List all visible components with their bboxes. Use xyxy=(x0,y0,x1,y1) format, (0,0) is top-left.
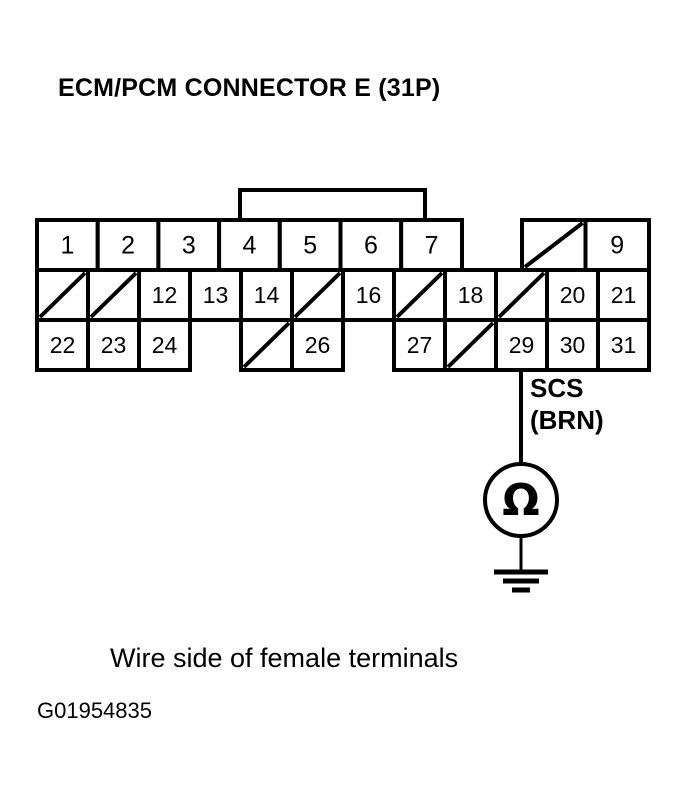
connector-row-3: 22 23 24 26 xyxy=(35,318,651,372)
pin-cell-24: 24 xyxy=(137,318,192,372)
connector-locking-tab xyxy=(238,188,427,220)
svg-text:3: 3 xyxy=(182,232,196,260)
svg-text:29: 29 xyxy=(509,332,535,358)
scs-signal-label: SCS xyxy=(530,373,584,403)
pin-cell-21: 21 xyxy=(596,268,651,322)
pin-cell-7: 7 xyxy=(399,218,465,272)
svg-text:20: 20 xyxy=(560,282,586,308)
pin-cell-18: 18 xyxy=(443,268,498,322)
svg-text:22: 22 xyxy=(50,332,76,358)
svg-text:4: 4 xyxy=(243,232,257,260)
svg-text:1: 1 xyxy=(60,232,74,260)
pin-cell-28-blank xyxy=(443,318,498,372)
pin-cell-27: 27 xyxy=(392,318,447,372)
pin-cell-12: 12 xyxy=(137,268,192,322)
pin-cell-8-blank xyxy=(520,218,588,272)
svg-text:18: 18 xyxy=(458,282,484,308)
connector-svg: 1 2 3 4 5 xyxy=(35,188,651,593)
pin-cell-22: 22 xyxy=(35,318,90,372)
connector-diagram: 1 2 3 4 5 xyxy=(35,188,651,593)
pin-cell-2: 2 xyxy=(95,218,161,272)
svg-text:14: 14 xyxy=(254,282,280,308)
svg-text:2: 2 xyxy=(121,232,135,260)
pin-cell-11-blank xyxy=(86,268,141,322)
pin-cell-10-blank xyxy=(35,268,90,322)
pin-cell-20: 20 xyxy=(545,268,600,322)
svg-text:Ω: Ω xyxy=(502,475,539,526)
svg-text:16: 16 xyxy=(356,282,382,308)
svg-text:23: 23 xyxy=(101,332,127,358)
pin-cell-13: 13 xyxy=(188,268,243,322)
pin-cell-29: 29 xyxy=(494,318,549,372)
pin-cell-5: 5 xyxy=(277,218,343,272)
connector-row-2: 12 13 14 16 xyxy=(35,268,651,322)
svg-text:26: 26 xyxy=(305,332,331,358)
svg-text:24: 24 xyxy=(152,332,178,358)
pin-cell-6: 6 xyxy=(338,218,404,272)
pin-cell-14: 14 xyxy=(239,268,294,322)
svg-text:12: 12 xyxy=(152,282,178,308)
svg-text:9: 9 xyxy=(610,232,624,260)
pin-cell-1: 1 xyxy=(35,218,100,272)
pin-cell-25-blank xyxy=(239,318,294,372)
pin-cell-31: 31 xyxy=(596,318,651,372)
pin-cell-26: 26 xyxy=(290,318,345,372)
pin-cell-4: 4 xyxy=(217,218,282,272)
svg-text:27: 27 xyxy=(407,332,433,358)
figure-id-label: G01954835 xyxy=(37,698,152,723)
pin-cell-3: 3 xyxy=(156,218,222,272)
svg-text:21: 21 xyxy=(611,282,637,308)
pin-cell-19-blank xyxy=(494,268,549,322)
svg-text:30: 30 xyxy=(560,332,586,358)
svg-text:5: 5 xyxy=(303,232,317,260)
svg-text:31: 31 xyxy=(611,332,637,358)
figure-caption: Wire side of female terminals xyxy=(110,643,459,673)
ohmmeter-symbol: Ω xyxy=(483,462,559,538)
pin-cell-16: 16 xyxy=(341,268,396,322)
pin-cell-30: 30 xyxy=(545,318,600,372)
scs-wire-color-label: (BRN) xyxy=(530,405,604,435)
pin-cell-9: 9 xyxy=(583,218,651,272)
page-title: ECM/PCM CONNECTOR E (31P) xyxy=(58,74,441,102)
svg-text:7: 7 xyxy=(425,232,439,260)
connector-row-1: 1 2 3 4 5 xyxy=(35,218,651,272)
pin-cell-17-blank xyxy=(392,268,447,322)
svg-text:6: 6 xyxy=(364,232,378,260)
pin-cell-15-blank xyxy=(290,268,345,322)
ground-symbol-icon xyxy=(494,569,548,593)
pin-cell-23: 23 xyxy=(86,318,141,372)
svg-text:13: 13 xyxy=(203,282,229,308)
